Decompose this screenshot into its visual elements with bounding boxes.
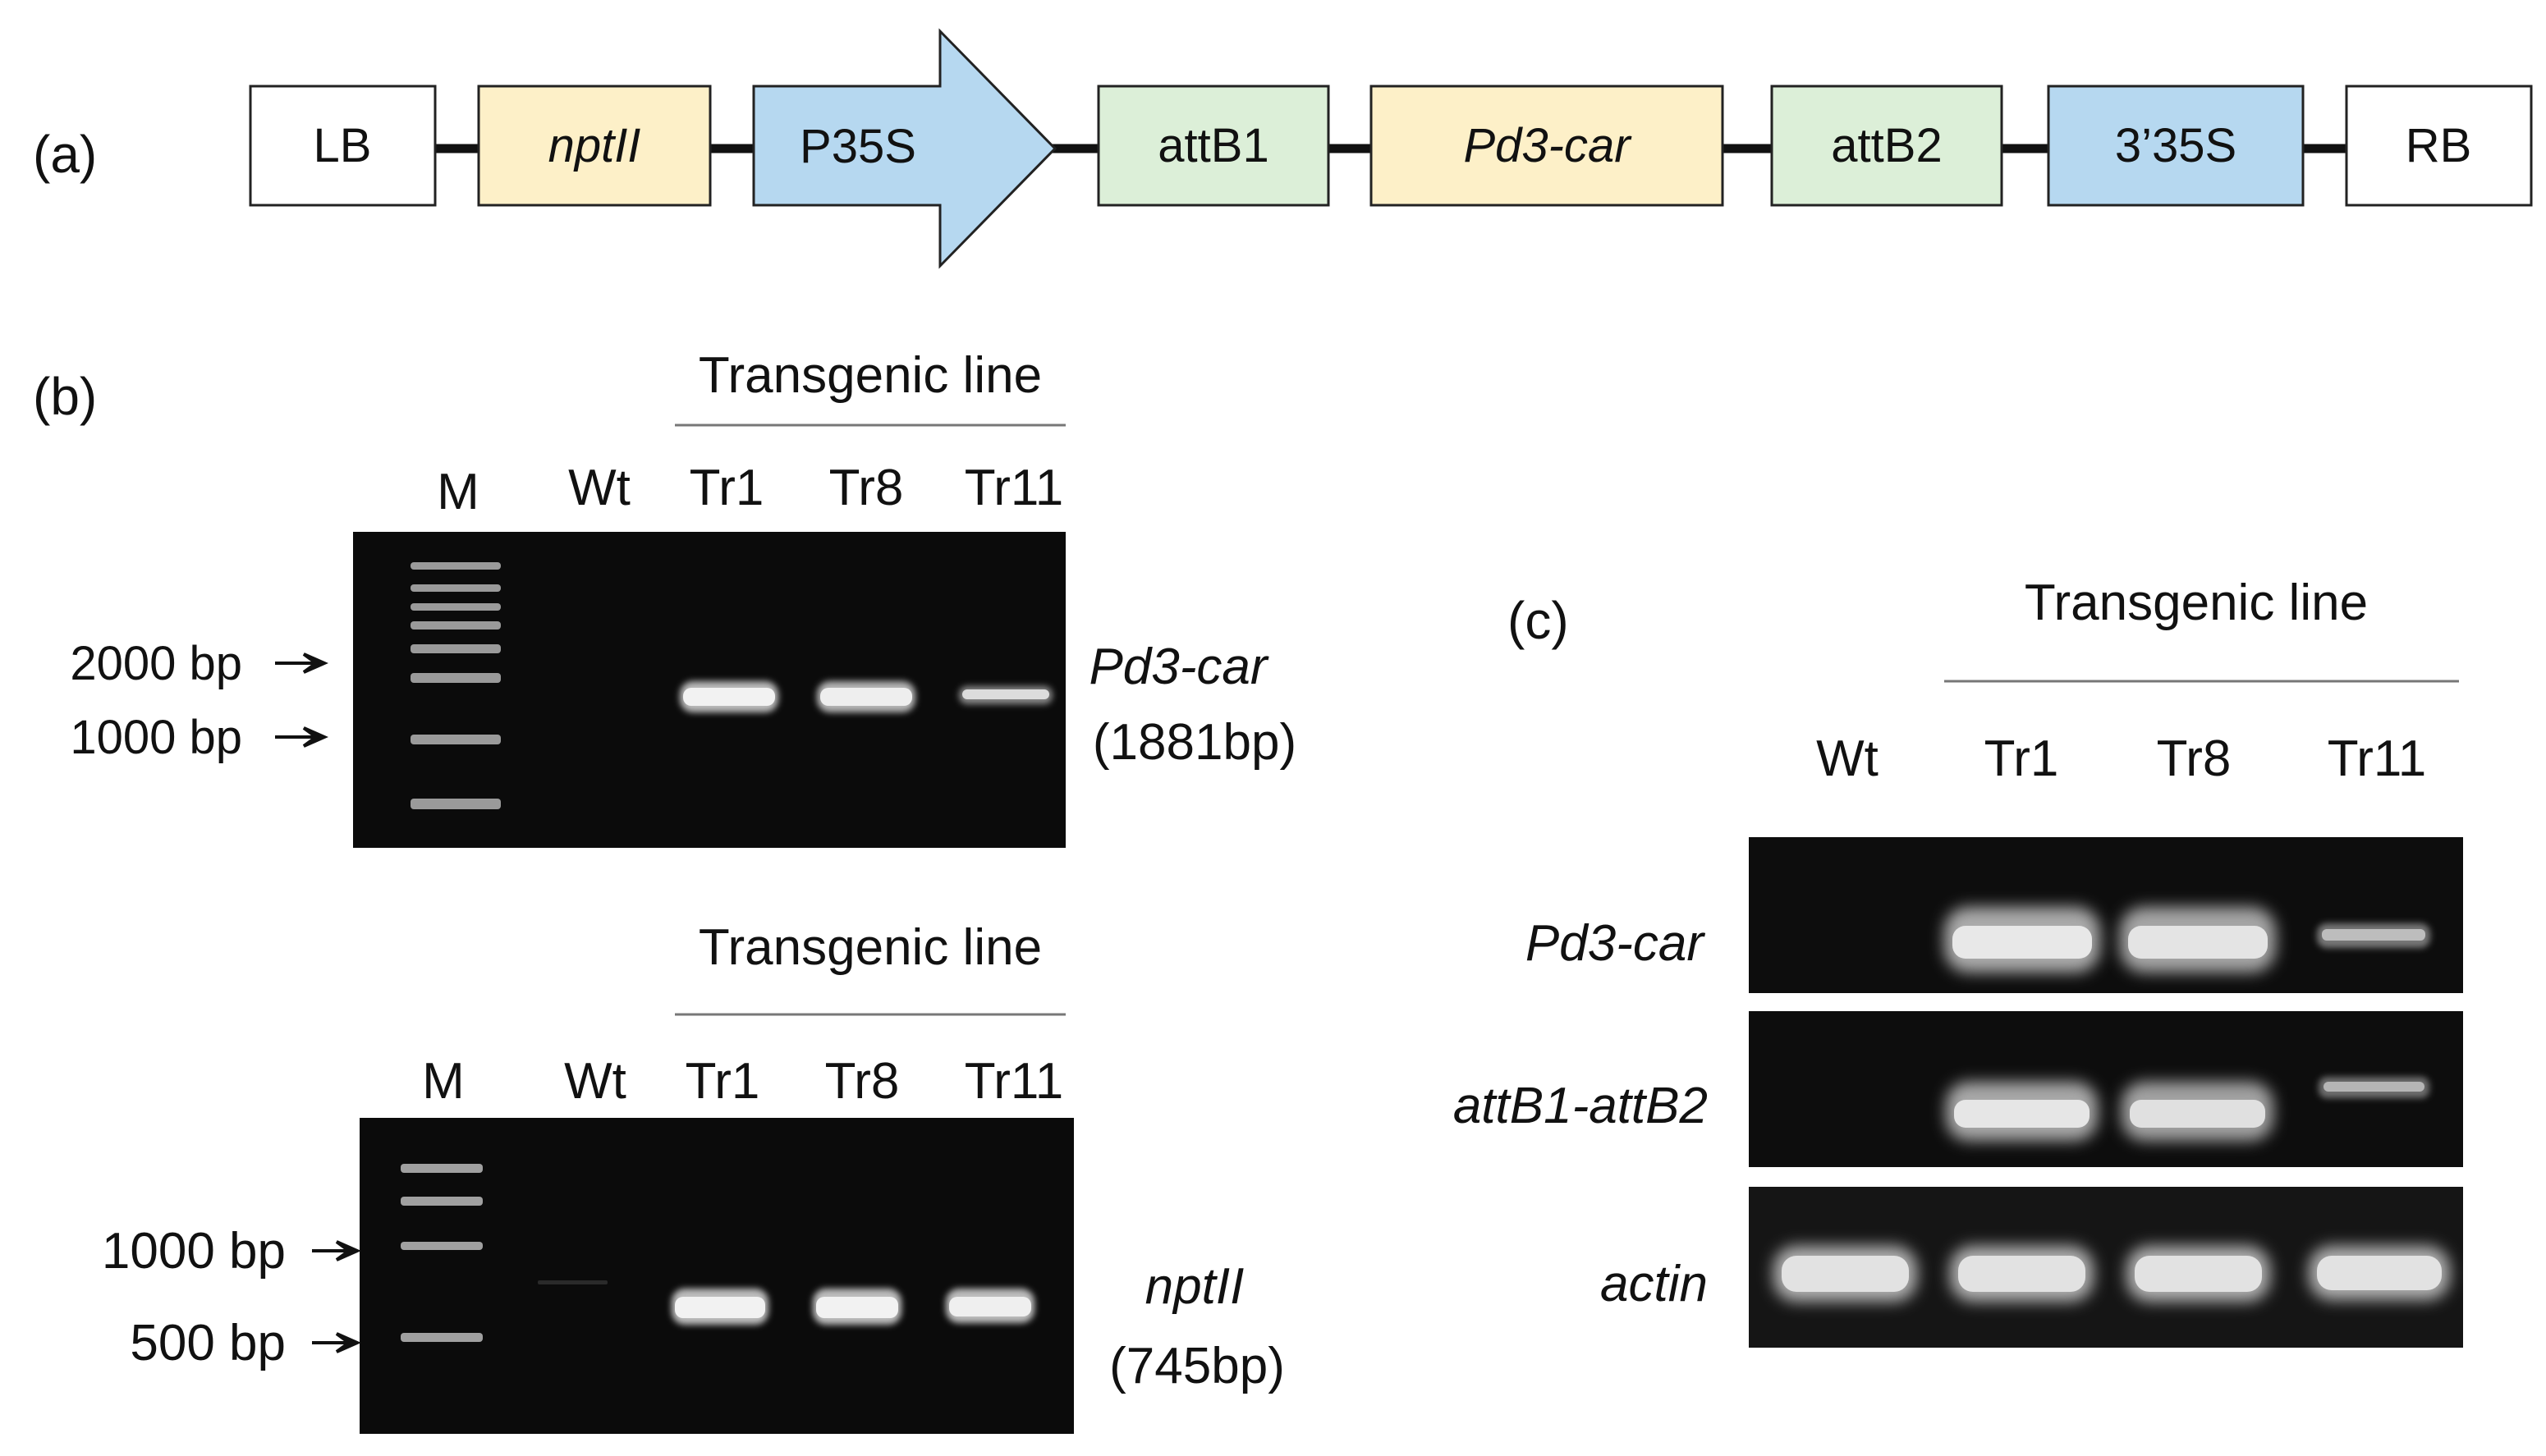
gel-nptii-lane-tr11: Tr11 [965,1053,1064,1110]
element-attb2-label: attB2 [1831,119,1942,172]
rtpcr-row-actin: actin [1600,1187,2463,1348]
rtpcr-row-pd3car: Pd3-car [1525,837,2463,993]
gel-nptii-lane-m: M [422,1053,465,1110]
panel-c-lane-tr1: Tr1 [1984,730,2059,787]
gel-pd3car-marker-1000: 1000 bp [70,711,242,764]
gel-pd3car-product-name: Pd3-car [1089,639,1268,695]
panel-c: (c) Transgenic line Wt Tr1 Tr8 Tr11 Pd3-… [1453,575,2463,1348]
gel-nptii-group-header: Transgenic line [699,919,1042,976]
element-rb-label: RB [2406,119,2472,172]
panel-c-lane-tr8: Tr8 [2157,730,2232,787]
gel-nptii-band-wt [538,1280,608,1284]
gel-pd3car-ladder [411,562,501,809]
element-rb: RB [2345,85,2533,207]
element-pd3car-label: Pd3-car [1463,119,1632,172]
gel-nptii-lane-tr1: Tr1 [686,1053,760,1110]
gel-pd3car-lane-tr11: Tr11 [965,460,1064,516]
arrow-icon [312,1240,361,1261]
gel-nptii-band-tr1 [672,1289,768,1325]
gel-pd3car-lane-tr8: Tr8 [829,460,904,516]
element-nptii: nptII [477,85,712,207]
element-3-35s-label: 3’35S [2115,119,2236,172]
gel-pd3car-lane-m: M [437,464,479,520]
arrow-icon [312,1332,361,1353]
gel-pd3car-marker-2000: 2000 bp [70,637,242,690]
element-lb-box [249,85,437,207]
rtpcr-row-pd3car-band-tr8 [2120,907,2276,973]
rtpcr-row-actin-band-tr8 [2126,1246,2270,1302]
arrow-icon [275,652,328,674]
rtpcr-row-actin-label: actin [1600,1256,1708,1312]
panel-b-label: (b) [33,367,97,426]
element-attb1: attB1 [1097,85,1330,207]
element-3-35s: 3’35S [2047,85,2305,207]
gel-nptii-marker-500: 500 bp [130,1315,286,1371]
panel-c-label: (c) [1507,591,1569,650]
panel-c-lane-wt: Wt [1816,730,1879,787]
element-3-35s-box [2047,85,2305,207]
element-nptii-box [477,85,712,207]
element-attb2-box [1770,85,2003,207]
gel-nptii-marker-1000: 1000 bp [102,1223,286,1280]
gel-pd3car-band-tr8 [817,681,915,712]
rtpcr-row-attb-label: attB1-attB2 [1453,1078,1708,1134]
rtpcr-row-attb: attB1-attB2 [1453,1011,2463,1167]
gel-pd3car-band-tr1 [680,681,778,712]
gel-nptii-product-name: nptII [1145,1258,1245,1315]
element-p35s-label: P35S [800,120,916,173]
rtpcr-row-pd3car-band-tr11 [2317,923,2430,948]
rtpcr-row-attb-band-tr1 [1946,1082,2098,1141]
rtpcr-row-attb-band-tr8 [2122,1082,2273,1141]
panel-c-lane-tr11: Tr11 [2328,730,2427,787]
rtpcr-row-pd3car-gel [1749,837,2463,993]
gel-pd3car-lane-tr1: Tr1 [690,460,764,516]
gel-nptii-lane-tr8: Tr8 [825,1053,900,1110]
gel-nptii: Transgenic line M Wt Tr1 Tr8 Tr11 [102,919,1285,1434]
element-pd3car-box [1369,85,1724,207]
element-lb: LB [249,85,437,207]
gel-nptii-product-size: (745bp) [1109,1338,1285,1394]
gel-pd3car-group-header: Transgenic line [699,347,1042,404]
gel-nptii-ladder [401,1164,483,1342]
rtpcr-row-actin-band-wt [1773,1246,1917,1302]
gel-pd3car: Transgenic line M Wt Tr1 Tr8 Tr11 [70,347,1296,848]
element-attb2: attB2 [1770,85,2003,207]
rtpcr-row-actin-band-tr1 [1950,1246,2094,1302]
gel-nptii-band-tr8 [813,1289,901,1325]
element-p35s: P35S [752,28,1057,269]
element-p35s-arrow [752,28,1057,269]
rtpcr-row-pd3car-band-tr1 [1944,907,2100,973]
panel-a: (a) LB nptII P35S attB1 Pd3-car attB2 [33,28,2533,269]
gel-pd3car-band-tr11 [959,686,1053,704]
gel-nptii-lane-wt: Wt [564,1053,626,1110]
element-attb1-label: attB1 [1158,119,1268,172]
panel-a-label: (a) [33,125,97,184]
rtpcr-row-attb-band-tr11 [2319,1077,2429,1098]
gel-pd3car-lane-wt: Wt [568,460,631,516]
element-rb-box [2345,85,2533,207]
gel-pd3car-product-size: (1881bp) [1093,714,1296,771]
element-lb-label: LB [314,119,372,172]
rtpcr-row-pd3car-label: Pd3-car [1525,915,1705,972]
arrow-icon [275,726,328,748]
panel-b: (b) Transgenic line M Wt Tr1 Tr8 Tr11 [33,347,1296,1434]
gel-nptii-band-tr11 [946,1289,1034,1323]
element-attb1-box [1097,85,1330,207]
element-pd3car: Pd3-car [1369,85,1724,207]
rtpcr-row-actin-band-tr11 [2309,1246,2450,1300]
panel-c-group-header: Transgenic line [2025,575,2368,631]
element-nptii-label: nptII [548,119,641,172]
